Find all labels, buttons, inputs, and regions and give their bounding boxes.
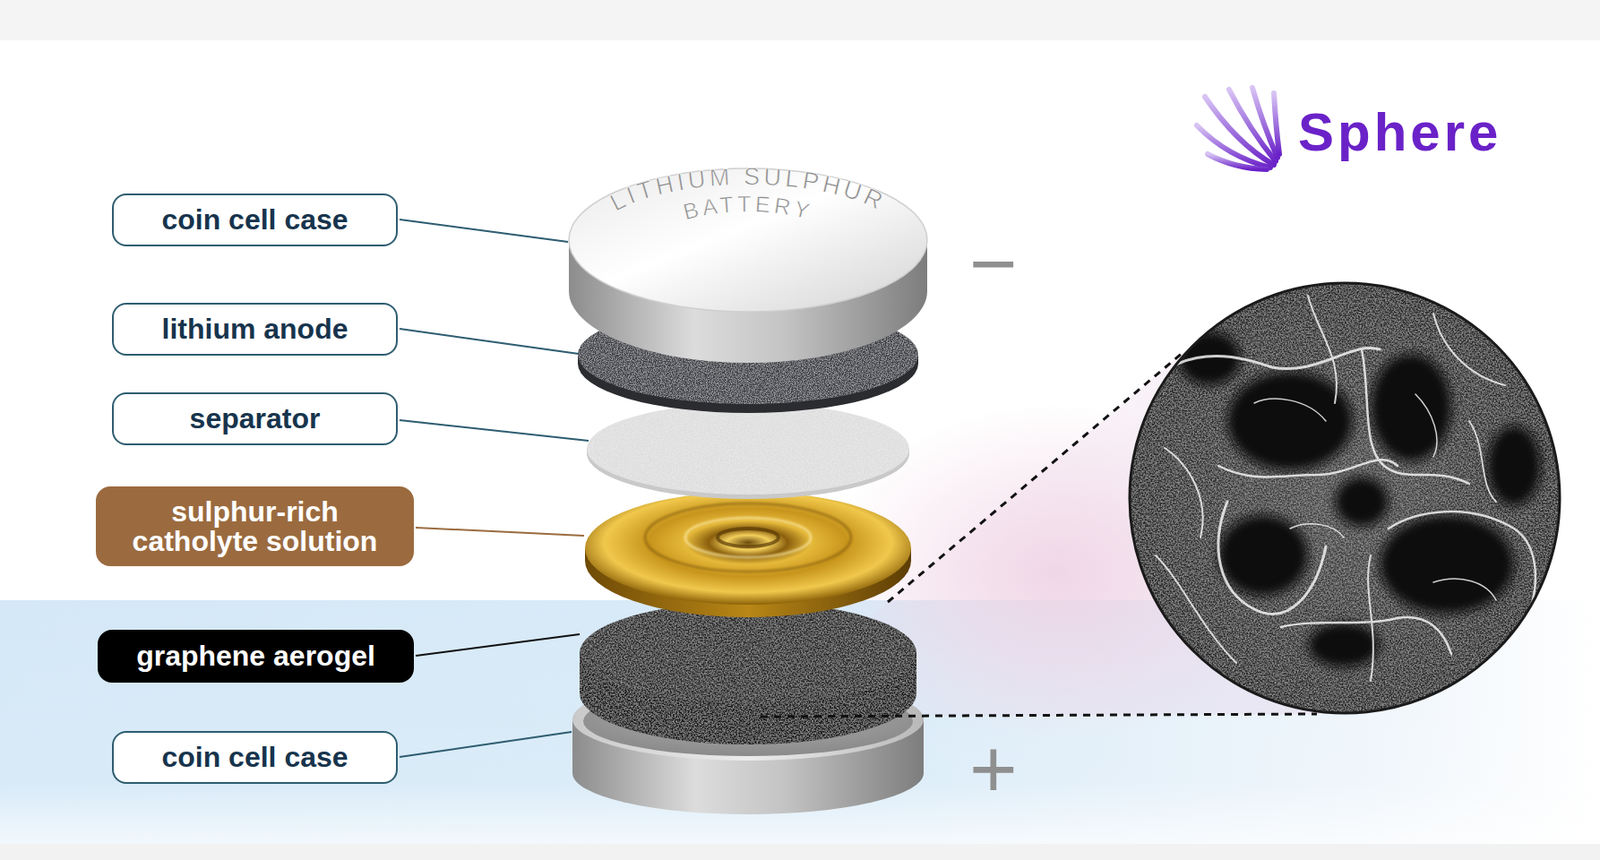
label-box: coin cell case: [111, 193, 398, 247]
label-text: separator: [128, 403, 382, 435]
label-box: graphene aerogel: [97, 629, 414, 683]
leader-line: [399, 420, 589, 441]
leader-line: [415, 527, 585, 536]
leader-line: [415, 634, 580, 656]
engraved-text: BATTERY: [680, 190, 817, 224]
logo-text: Sphere: [1298, 105, 1502, 160]
sem-micrograph: [1128, 282, 1561, 714]
top-strip: [0, 0, 1600, 41]
catholyte-ripple: [717, 528, 779, 547]
label-box: lithium anode: [111, 302, 398, 356]
leader-lines: [399, 219, 589, 757]
label-text: lithium anode: [128, 313, 382, 345]
sem-base: [1128, 282, 1561, 714]
leader-line: [399, 731, 572, 757]
catholyte-ripple: [685, 517, 811, 558]
polarity-sign: −: [969, 222, 1018, 305]
sem-sheets: [1146, 295, 1536, 681]
aerogel-top: [579, 602, 917, 705]
catholyte-top: [584, 491, 912, 605]
zoom-line: [760, 713, 1317, 717]
label-text: sulphur-rich catholyte solution: [111, 497, 398, 556]
bottom-strip: [0, 843, 1600, 860]
polarity-sign: +: [969, 727, 1018, 810]
label-box: sulphur-rich catholyte solution: [95, 486, 414, 567]
sem-pores: [1178, 331, 1541, 668]
leader-line: [399, 219, 568, 242]
leader-line: [399, 328, 579, 354]
engraved-text: LITHIUM SULPHURBATTERY: [605, 163, 890, 224]
blue-band: [0, 600, 1600, 844]
label-box: separator: [111, 392, 398, 446]
logo-mark: [1196, 87, 1280, 170]
band-fade: [0, 600, 1600, 844]
label-text: graphene aerogel: [113, 640, 398, 672]
sem-outline: [1129, 283, 1560, 714]
catholyte-disc: [584, 491, 912, 618]
separator-top: [586, 403, 910, 495]
separator-disc: [586, 403, 910, 499]
graphene-aerogel-disc: [579, 602, 917, 745]
label-text: coin cell case: [128, 204, 382, 236]
label-text: coin cell case: [128, 741, 382, 774]
label-box: coin cell case: [111, 731, 398, 784]
catholyte-ripple: [645, 503, 852, 572]
